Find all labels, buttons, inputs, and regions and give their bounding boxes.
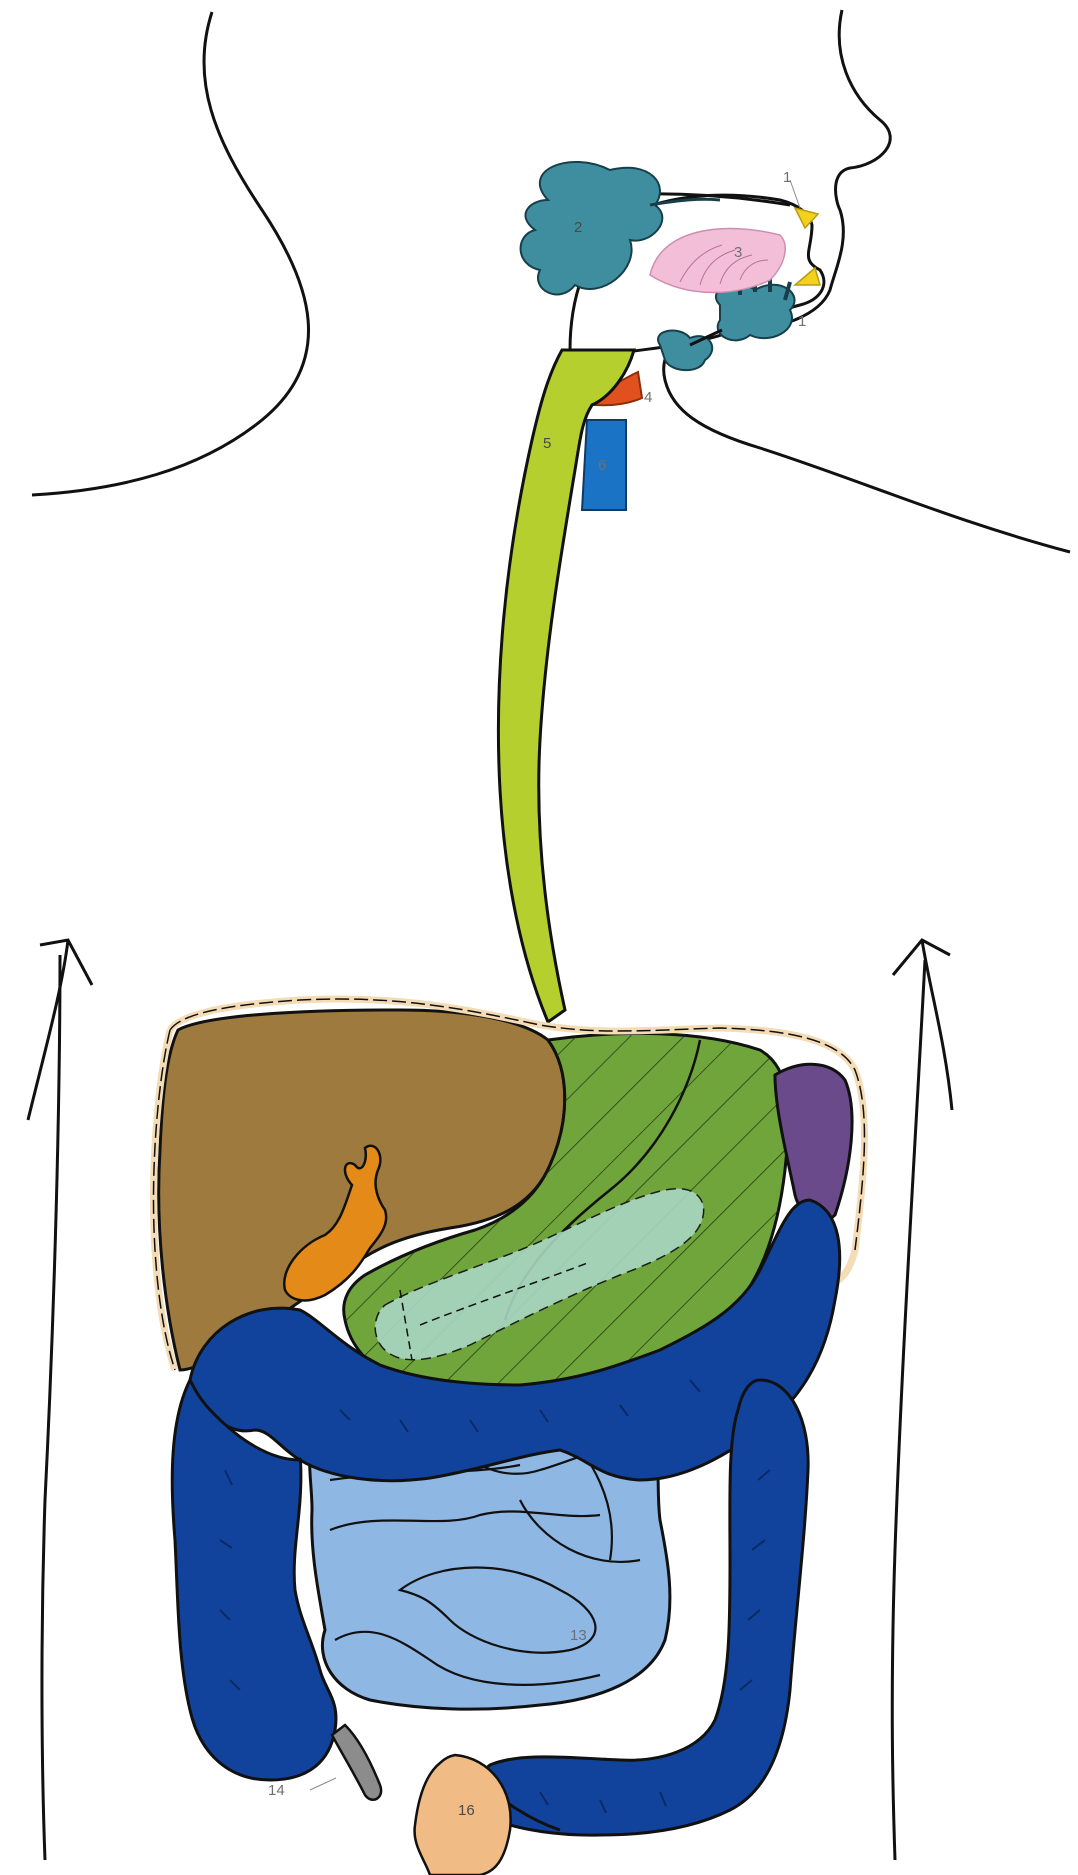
neck-outline-left xyxy=(32,12,309,495)
torso-left-edge xyxy=(42,955,60,1860)
label-teeth-upper: 1 xyxy=(783,169,791,186)
label-small-intestine: 13 xyxy=(570,1627,587,1644)
label-teeth-lower: 1 xyxy=(798,313,806,330)
label-appendix: 14 xyxy=(268,1782,285,1799)
label-tongue: 3 xyxy=(734,244,742,261)
label-pharynx: 4 xyxy=(644,389,652,406)
torso-right-edge xyxy=(892,960,925,1860)
label-rectum: 16 xyxy=(458,1802,475,1819)
label-parotid: 2 xyxy=(574,219,582,236)
appendix xyxy=(332,1725,381,1800)
spleen xyxy=(775,1064,852,1221)
label-esophagus: 5 xyxy=(543,435,551,452)
sublingual-gland xyxy=(658,331,712,371)
label-trachea: 6 xyxy=(598,457,606,474)
